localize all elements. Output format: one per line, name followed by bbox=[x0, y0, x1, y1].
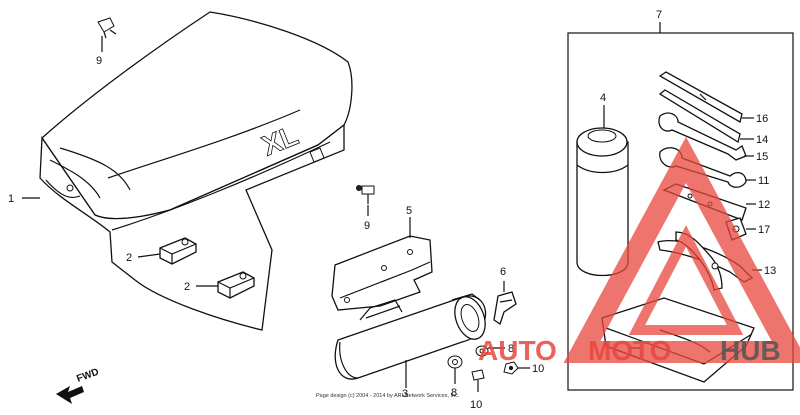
callout-13: 13 bbox=[764, 265, 776, 277]
washer-8-bottom[interactable] bbox=[447, 355, 463, 369]
callout-5: 5 bbox=[406, 205, 412, 217]
watermark bbox=[563, 136, 800, 363]
callout-1: 1 bbox=[8, 193, 14, 205]
tool-case-bracket[interactable] bbox=[331, 235, 433, 311]
tool-case[interactable] bbox=[334, 293, 490, 380]
watermark-auto: AUTO bbox=[478, 335, 557, 366]
nut-10-right[interactable] bbox=[503, 361, 519, 375]
callout-14: 14 bbox=[756, 134, 768, 146]
copyright-line: Page design (c) 2004 - 2014 by ARI Netwo… bbox=[316, 393, 460, 399]
callout-8b: 8 bbox=[451, 387, 457, 399]
callout-8a: 8 bbox=[508, 343, 514, 355]
callout-4: 4 bbox=[600, 92, 606, 104]
callout-16: 16 bbox=[756, 113, 768, 125]
callout-12: 12 bbox=[758, 199, 770, 211]
forward-arrow-icon bbox=[56, 386, 84, 404]
tool-bag-cylinder[interactable] bbox=[576, 127, 629, 277]
screwdriver-16[interactable] bbox=[658, 71, 743, 123]
seat-cushion-upper[interactable] bbox=[159, 237, 197, 265]
strap-6[interactable] bbox=[493, 291, 517, 326]
seat[interactable] bbox=[39, 11, 353, 331]
callout-9a: 9 bbox=[96, 55, 102, 67]
callout-7: 7 bbox=[656, 9, 662, 21]
watermark-hub: HUB bbox=[720, 335, 781, 366]
callout-10b: 10 bbox=[470, 399, 482, 411]
washer-8-top[interactable] bbox=[475, 345, 489, 357]
tool-set-box bbox=[567, 32, 794, 391]
callout-15: 15 bbox=[756, 151, 768, 163]
bolt-10-bottom[interactable] bbox=[471, 369, 485, 392]
callout-6: 6 bbox=[500, 266, 506, 278]
bolt-9-mid[interactable] bbox=[356, 185, 375, 205]
seat-cushion-lower[interactable] bbox=[217, 271, 255, 299]
callout-3: 3 bbox=[402, 388, 408, 400]
callout-2b: 2 bbox=[184, 281, 190, 293]
leader-2a bbox=[137, 253, 161, 258]
callout-2a: 2 bbox=[126, 252, 132, 264]
screwdriver-14[interactable] bbox=[658, 89, 741, 144]
callout-9b: 9 bbox=[364, 220, 370, 232]
watermark-moto: MOTO bbox=[588, 335, 671, 366]
callout-10a: 10 bbox=[532, 363, 544, 375]
direction-label: FWD bbox=[75, 367, 100, 385]
bolt-9-top[interactable] bbox=[97, 17, 117, 39]
callout-11: 11 bbox=[758, 175, 769, 187]
callout-17: 17 bbox=[758, 224, 770, 236]
